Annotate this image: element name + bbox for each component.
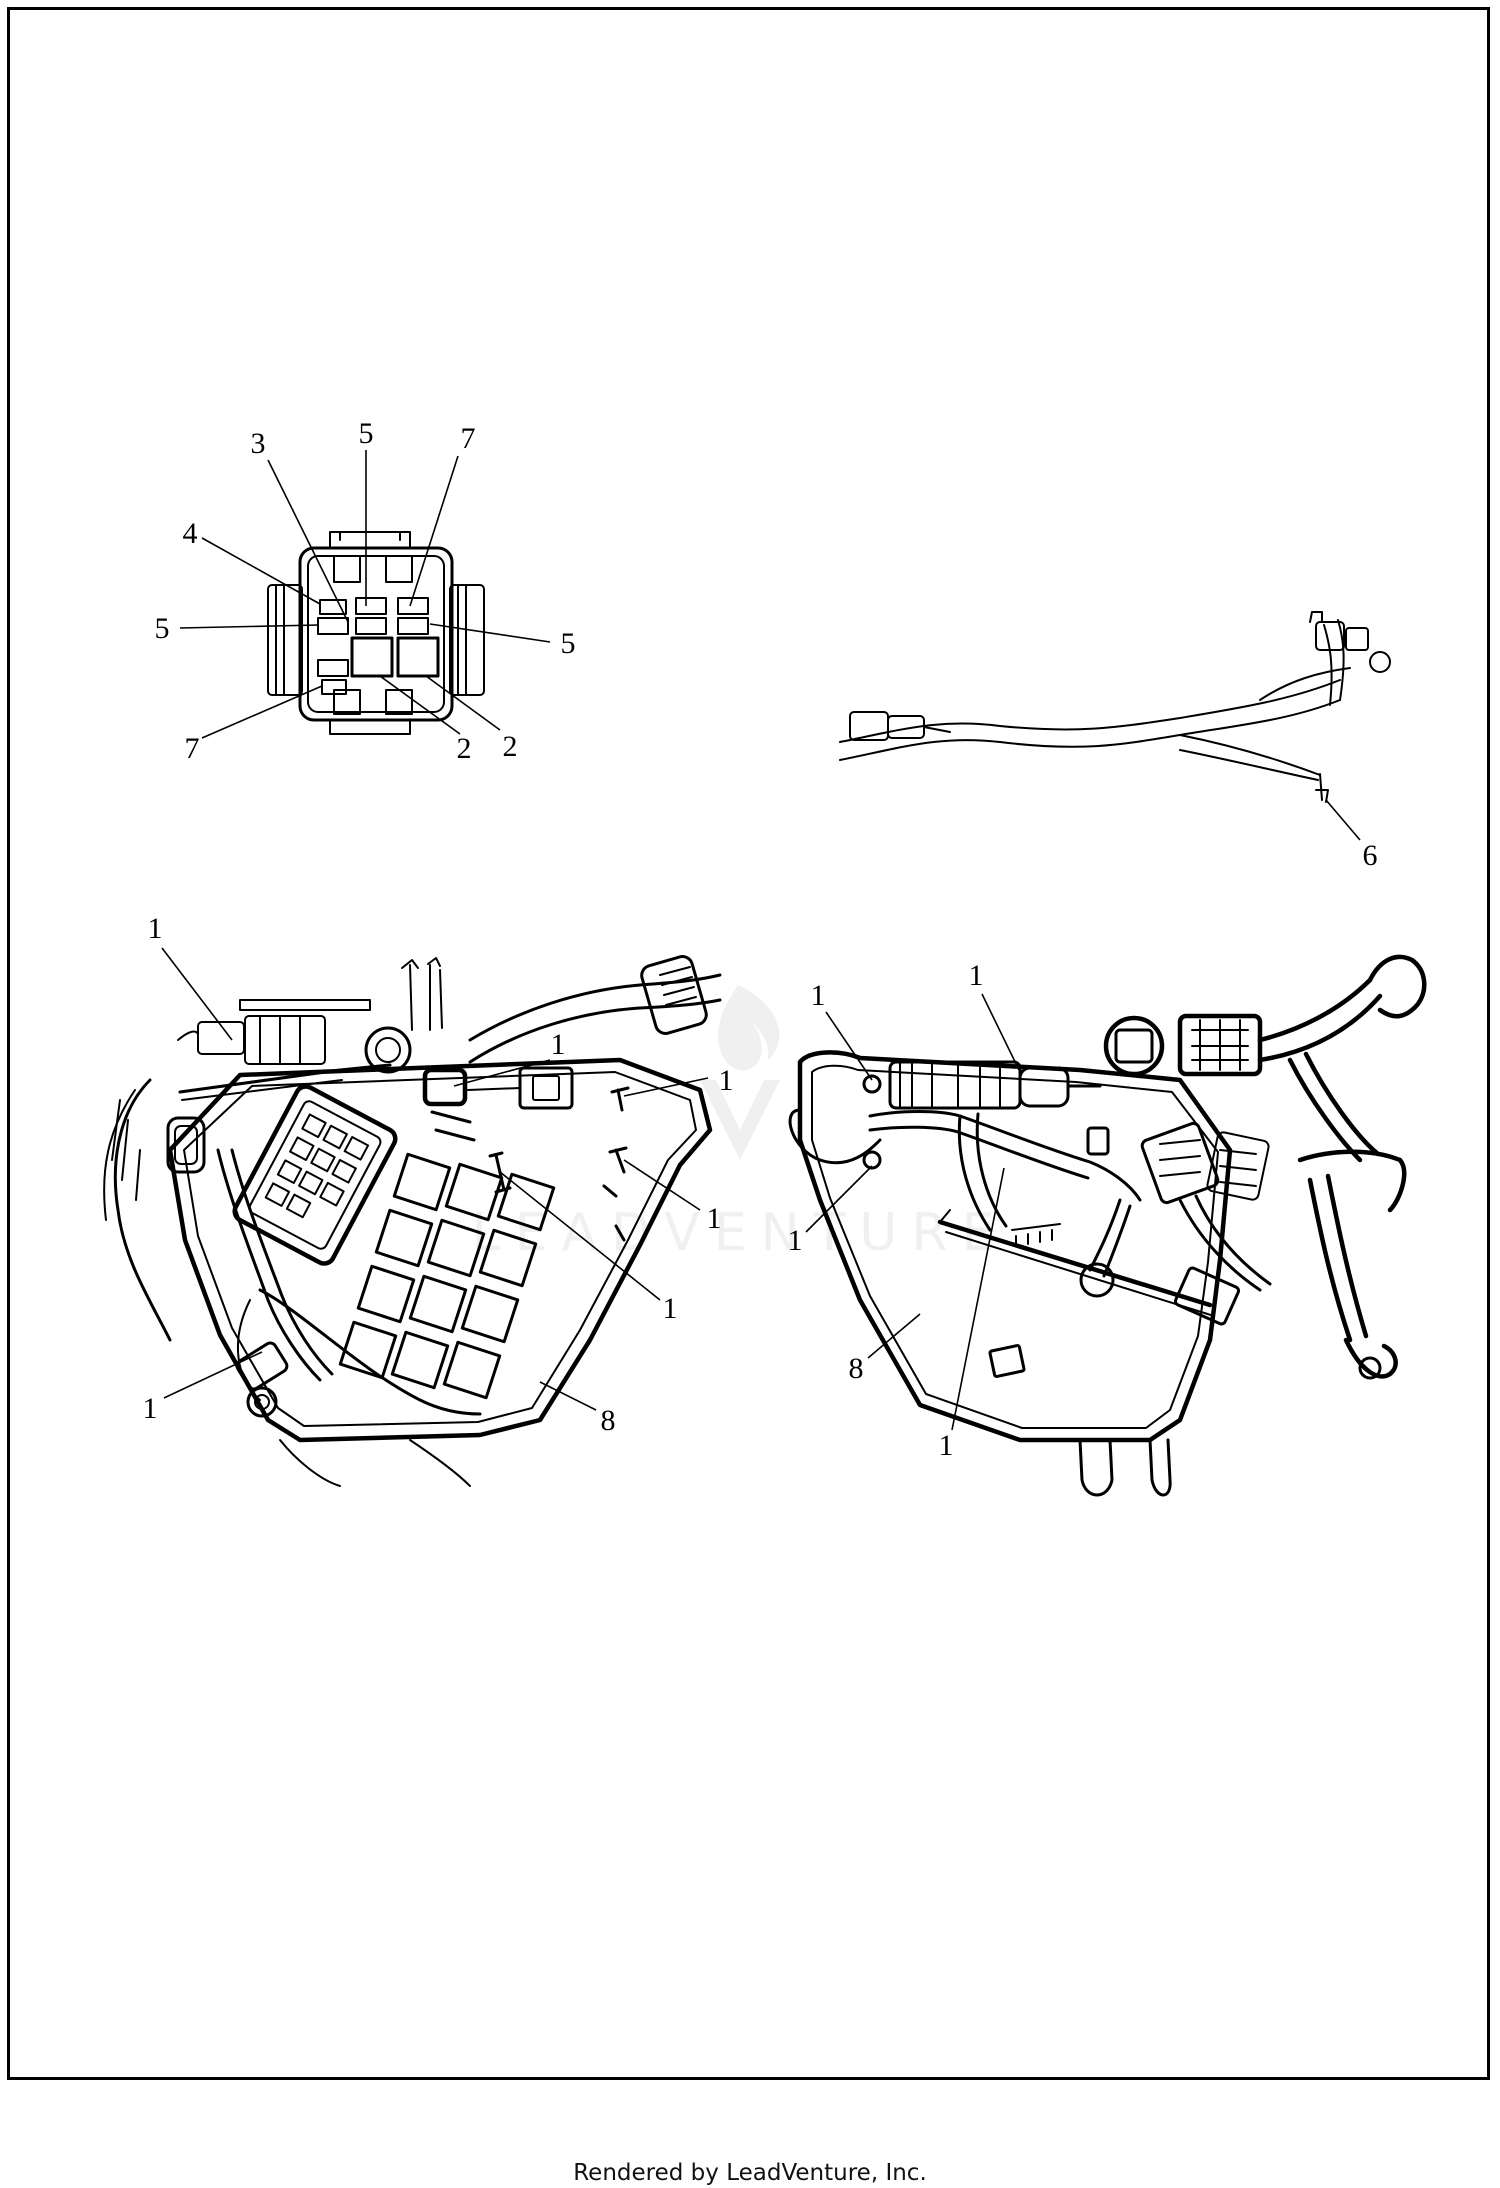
callout-1: 1 [148, 912, 163, 945]
left-assembly-view: 1 1 1 1 1 1 8 [103, 912, 734, 1487]
watermark-flame-icon [717, 985, 780, 1071]
callout-1: 1 [939, 1429, 954, 1462]
callout-7: 7 [185, 732, 200, 765]
callout-1: 1 [719, 1064, 734, 1097]
callout-7: 7 [461, 422, 476, 455]
callout-1: 1 [663, 1292, 678, 1325]
callout-8: 8 [849, 1352, 864, 1385]
callout-1: 1 [707, 1202, 722, 1235]
callout-2: 2 [503, 730, 518, 763]
watermark: LEADVENTURE [472, 985, 1009, 1263]
callout-1: 1 [143, 1392, 158, 1425]
callout-5: 5 [561, 627, 576, 660]
callout-6: 6 [1363, 839, 1378, 872]
callout-2: 2 [457, 732, 472, 765]
callout-5: 5 [359, 417, 374, 450]
fuse-relay-block: 3 5 7 4 5 5 7 2 2 [155, 417, 576, 765]
callout-1: 1 [788, 1224, 803, 1257]
callout-5: 5 [155, 612, 170, 645]
callout-1: 1 [551, 1028, 566, 1061]
callout-8: 8 [601, 1404, 616, 1437]
render-credit: Rendered by LeadVenture, Inc. [573, 2160, 927, 2186]
watermark-text: LEADVENTURE [472, 1203, 1009, 1263]
watermark-v-icon [700, 1080, 780, 1160]
callout-1: 1 [811, 979, 826, 1012]
wire-harness: 6 [839, 611, 1391, 872]
right-assembly-view: 1 1 1 8 1 [788, 954, 1427, 1497]
diagram-frame [7, 7, 1490, 2080]
callout-4: 4 [183, 517, 198, 550]
callout-3: 3 [251, 427, 266, 460]
callout-1: 1 [969, 959, 984, 992]
